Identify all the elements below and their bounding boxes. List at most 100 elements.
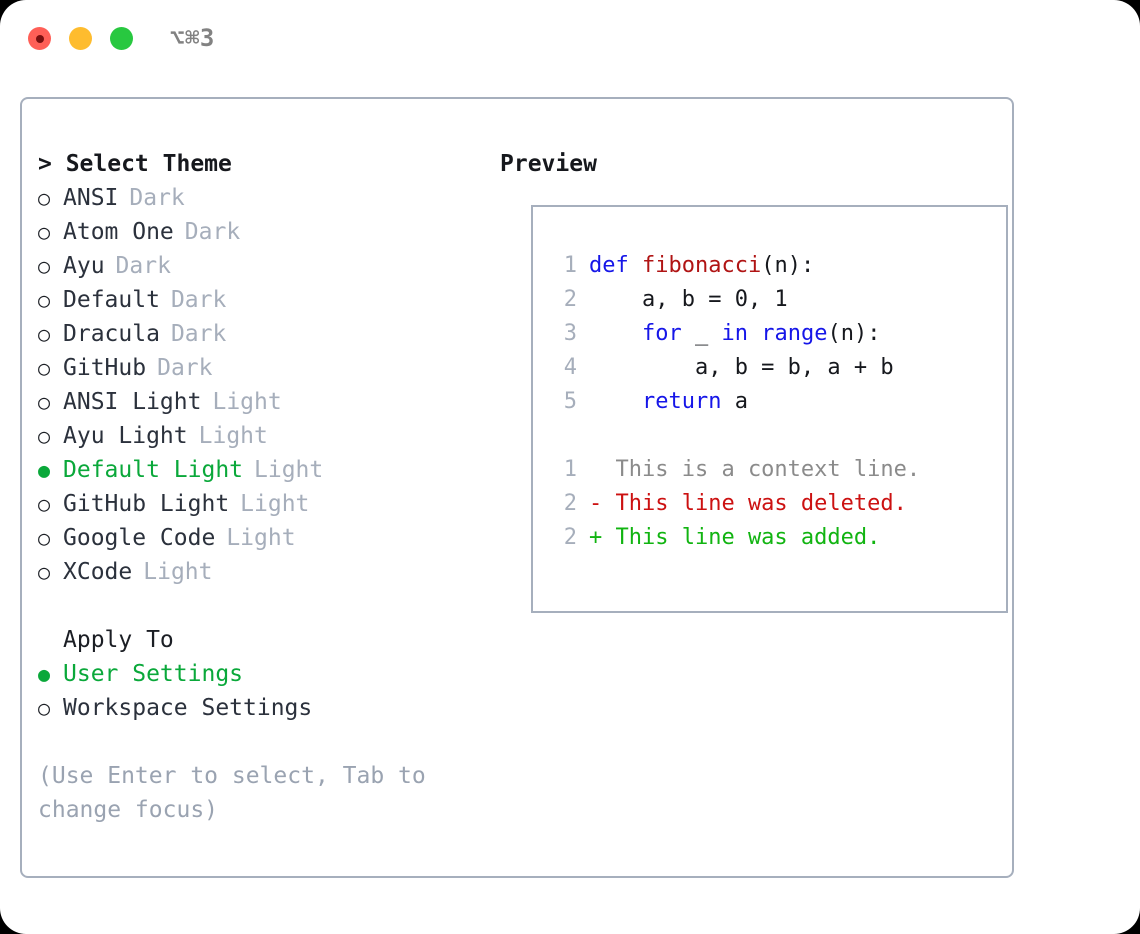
option-category-label: Dark bbox=[170, 287, 227, 313]
diff-line-text: This is a context line. bbox=[589, 457, 921, 482]
option-category-label: Light bbox=[226, 525, 296, 551]
theme-option-4[interactable]: ○ Dracula Dark bbox=[38, 317, 478, 351]
code-line-number: 3 bbox=[563, 321, 577, 346]
radio-selected-icon: ● bbox=[38, 458, 51, 482]
theme-option-3[interactable]: ○ Default Dark bbox=[38, 283, 478, 317]
option-category-label: Dark bbox=[157, 355, 213, 381]
option-label: Google Code bbox=[63, 525, 216, 551]
option-label: ANSI Light bbox=[63, 389, 202, 415]
diff-line-text: - This line was deleted. bbox=[589, 491, 907, 516]
apply-to-option-0[interactable]: ●User Settings bbox=[38, 657, 478, 691]
theme-option-11[interactable]: ○ XCode Light bbox=[38, 555, 478, 589]
code-line-1: 2 a, b = 0, 1 bbox=[551, 283, 894, 317]
code-line-text: def fibonacci(n): bbox=[589, 249, 814, 283]
option-category-label: Light bbox=[143, 559, 213, 585]
radio-unselected-icon: ○ bbox=[38, 526, 51, 550]
code-line-number: 2 bbox=[563, 287, 577, 312]
code-line-number: 4 bbox=[563, 355, 577, 380]
token-pl bbox=[589, 389, 642, 414]
code-line-text: a, b = b, a + b bbox=[589, 351, 894, 385]
radio-unselected-icon: ○ bbox=[38, 322, 51, 346]
code-line-3: 4 a, b = b, a + b bbox=[551, 351, 894, 385]
apply-to-option-list[interactable]: ●User Settings○Workspace Settings bbox=[38, 657, 478, 725]
diff-line-1: 2 - This line was deleted. bbox=[551, 487, 920, 521]
code-line-text: return a bbox=[589, 385, 748, 419]
theme-option-8[interactable]: ● Default Light Light bbox=[38, 453, 478, 487]
token-kw: return bbox=[641, 389, 722, 414]
token-pl: _ bbox=[681, 321, 722, 346]
option-category-label: Light bbox=[212, 389, 282, 415]
theme-option-6[interactable]: ○ ANSI Light Light bbox=[38, 385, 478, 419]
radio-unselected-icon: ○ bbox=[38, 390, 51, 414]
option-category-label: Light bbox=[254, 457, 324, 483]
apply-to-option-1[interactable]: ○Workspace Settings bbox=[38, 691, 478, 725]
option-label: Default bbox=[63, 287, 160, 313]
token-kw: in bbox=[721, 321, 748, 346]
option-category-label: Light bbox=[240, 491, 310, 517]
token-pl bbox=[748, 321, 761, 346]
diff-line-number: 1 bbox=[563, 457, 577, 482]
code-line-2: 3 for _ in range(n): bbox=[551, 317, 894, 351]
radio-unselected-icon: ○ bbox=[38, 560, 51, 584]
diff-line-number: 2 bbox=[563, 525, 577, 550]
theme-option-2[interactable]: ○ Ayu Dark bbox=[38, 249, 478, 283]
preview-header: Preview bbox=[500, 151, 597, 177]
option-category-label: Dark bbox=[129, 185, 185, 211]
option-label: Ayu bbox=[63, 253, 105, 279]
diff-line-text: + This line was added. bbox=[589, 525, 881, 550]
option-label: ANSI bbox=[63, 185, 119, 211]
spacer bbox=[38, 725, 478, 759]
close-button-icon[interactable] bbox=[28, 27, 51, 50]
option-label: Default Light bbox=[63, 457, 244, 483]
option-label: GitHub Light bbox=[63, 491, 230, 517]
code-line-number: 1 bbox=[563, 253, 577, 278]
option-category-label: Dark bbox=[170, 321, 227, 347]
token-pl: (n): bbox=[827, 321, 881, 346]
token-kw: range bbox=[761, 321, 828, 346]
theme-option-9[interactable]: ○ GitHub Light Light bbox=[38, 487, 478, 521]
token-kw: for bbox=[641, 321, 682, 346]
option-label: Atom One bbox=[63, 219, 174, 245]
title-bar: ⌥⌘3 bbox=[0, 0, 1140, 78]
token-pl: a bbox=[721, 389, 748, 414]
option-category-label: Light bbox=[198, 423, 268, 449]
code-line-text: for _ in range(n): bbox=[589, 317, 880, 351]
code-line-text: a, b = 0, 1 bbox=[589, 283, 788, 317]
radio-unselected-icon: ○ bbox=[38, 356, 51, 380]
radio-unselected-icon: ○ bbox=[38, 288, 51, 312]
token-fn: fibonacci bbox=[641, 253, 762, 278]
radio-unselected-icon: ○ bbox=[38, 492, 51, 516]
token-pl: a, b = 0, 1 bbox=[589, 287, 788, 312]
token-pl bbox=[589, 321, 642, 346]
maximize-button-icon[interactable] bbox=[110, 27, 133, 50]
token-pl: a, b = b, a + b bbox=[589, 355, 894, 380]
radio-unselected-icon: ○ bbox=[38, 254, 51, 278]
keyboard-hint-text: (Use Enter to select, Tab to change focu… bbox=[38, 763, 440, 823]
diff-line-2: 2 + This line was added. bbox=[551, 521, 920, 555]
minimize-button-icon[interactable] bbox=[69, 27, 92, 50]
radio-unselected-icon: ○ bbox=[38, 220, 51, 244]
option-label: Dracula bbox=[63, 321, 160, 347]
option-label: XCode bbox=[63, 559, 133, 585]
spacer bbox=[38, 589, 478, 623]
diff-line-0: 1 This is a context line. bbox=[551, 453, 920, 487]
window-title: ⌥⌘3 bbox=[170, 24, 215, 52]
diff-line-number: 2 bbox=[563, 491, 577, 516]
theme-option-10[interactable]: ○ Google Code Light bbox=[38, 521, 478, 555]
token-kw: def bbox=[589, 253, 642, 278]
option-label: User Settings bbox=[63, 661, 244, 687]
radio-unselected-icon: ○ bbox=[38, 696, 51, 720]
option-category-label: Dark bbox=[115, 253, 171, 279]
code-line-number: 5 bbox=[563, 389, 577, 414]
radio-unselected-icon: ○ bbox=[38, 424, 51, 448]
